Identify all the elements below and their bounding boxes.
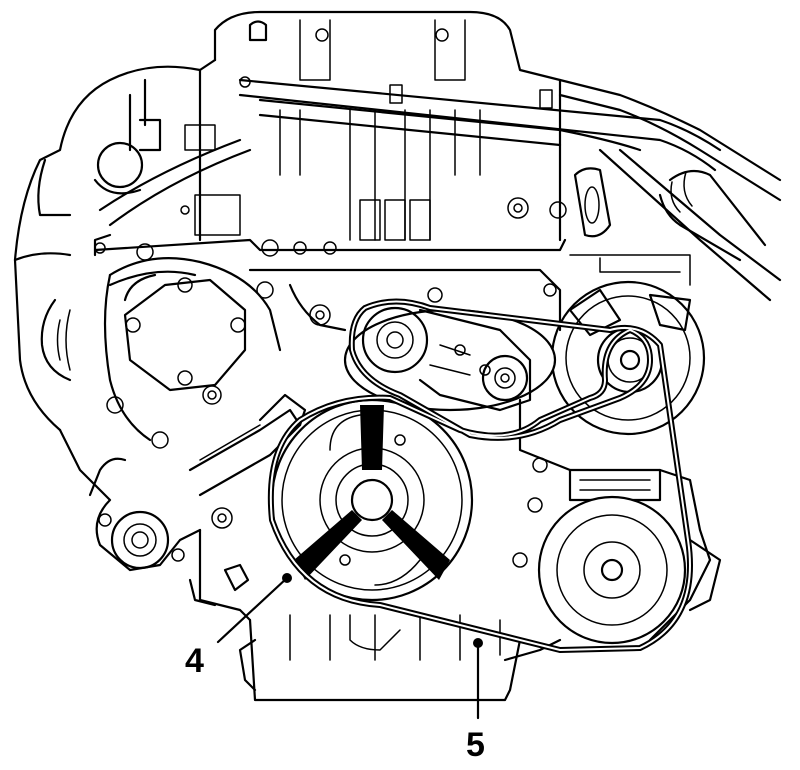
timing-cover [93, 233, 567, 449]
top-pipes [238, 76, 782, 302]
lower-left [58, 428, 252, 622]
middle-block [188, 254, 691, 497]
callout-5-label: 5 [466, 726, 485, 764]
crankshaft-pulley [270, 398, 474, 602]
callout-4-label: 4 [185, 642, 204, 680]
idler-pulley [343, 306, 557, 412]
right-hose [658, 169, 767, 262]
serpentine-belt [267, 298, 693, 653]
left-housing [13, 65, 252, 432]
oil-pan [238, 614, 562, 702]
ac-compressor-pulley [537, 495, 687, 645]
callout-5: 5 [466, 638, 485, 764]
cylinder-head [198, 10, 612, 242]
callout-4: 4 [185, 573, 292, 680]
